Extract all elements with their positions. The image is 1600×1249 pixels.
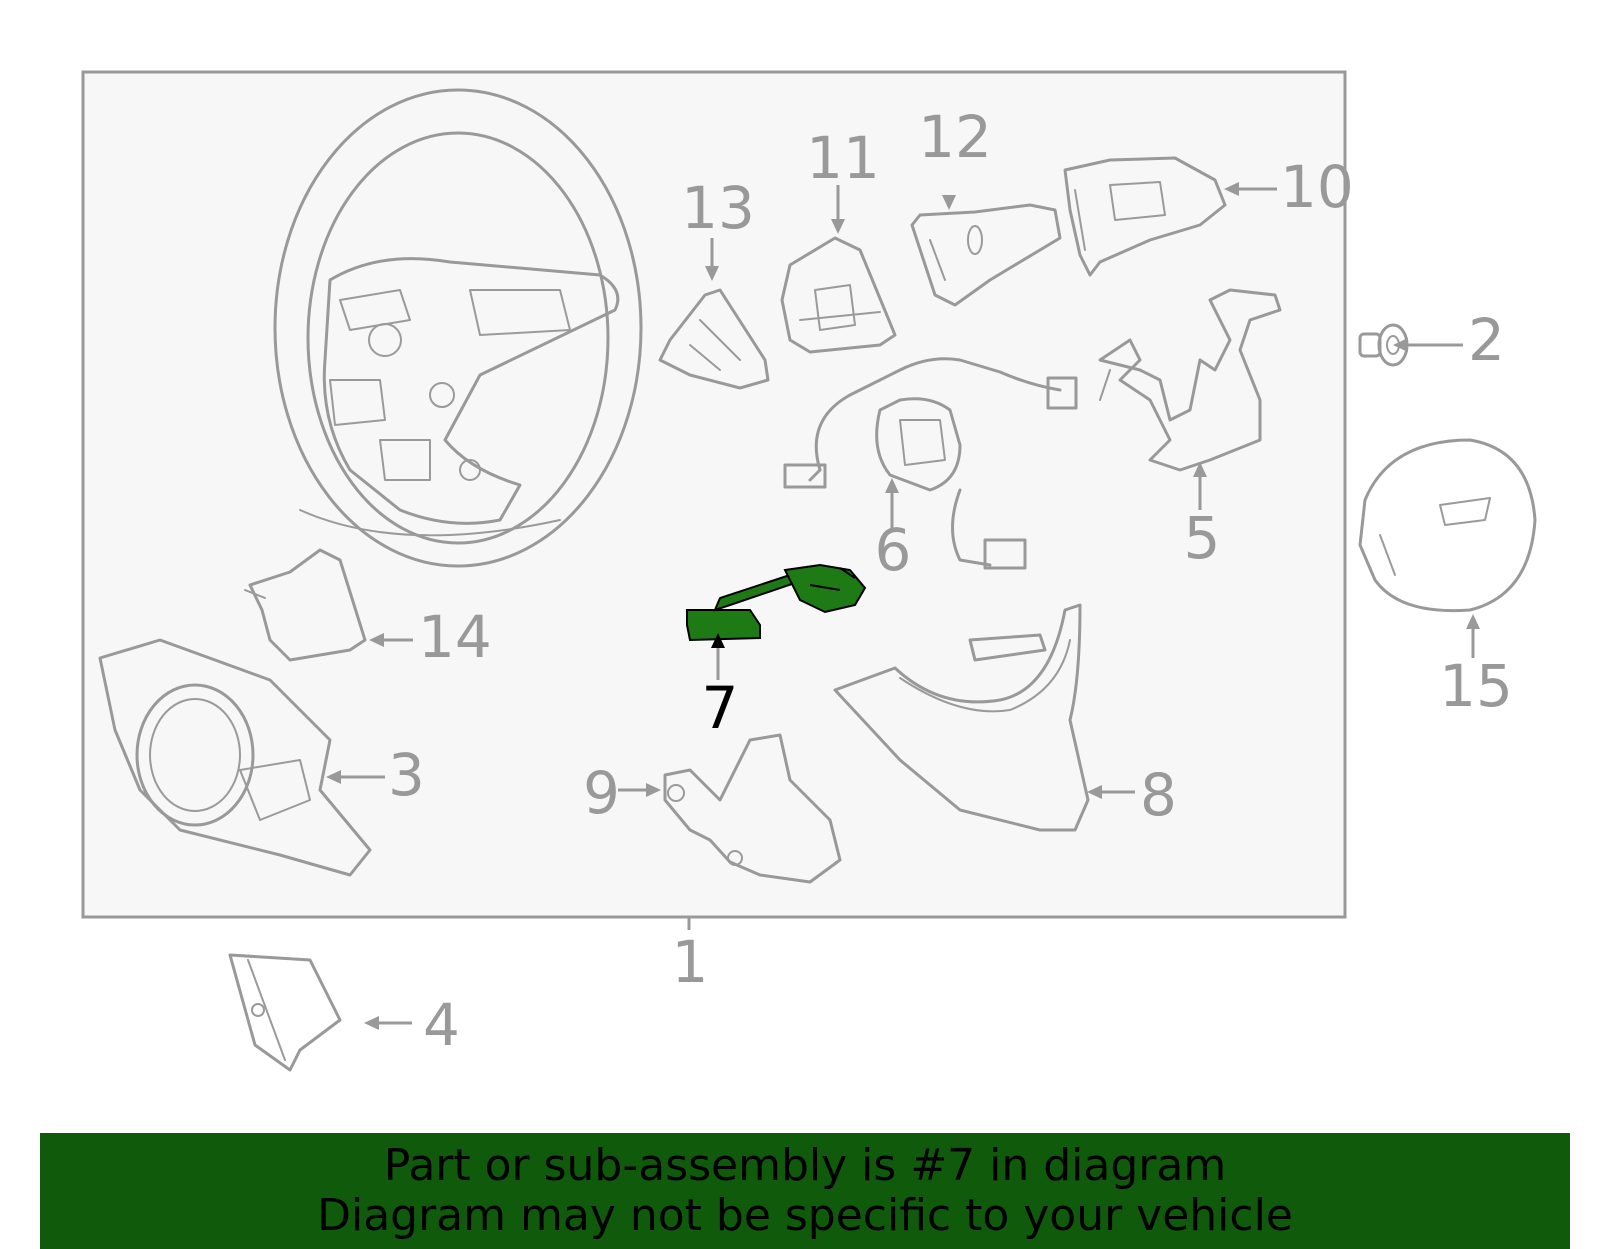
part-13-bezel	[658, 288, 770, 390]
callout-6: 6	[875, 516, 912, 584]
assembly-frame	[81, 70, 1347, 919]
part-14-cover	[244, 548, 367, 662]
callout-7: 7	[702, 674, 739, 742]
part-4-trim	[228, 953, 342, 1072]
banner-line-1: Part or sub-assembly is #7 in diagram	[383, 1140, 1227, 1191]
part-9-bracket	[663, 733, 842, 884]
steering-wheel-drawing	[273, 88, 643, 568]
part-7-switch-highlighted	[686, 563, 867, 642]
callout-11: 11	[806, 124, 880, 192]
callout-8: 8	[1140, 761, 1177, 829]
part-15-airbag	[1358, 438, 1537, 613]
callout-1: 1	[672, 928, 709, 996]
callout-5: 5	[1184, 504, 1221, 572]
part-8-bezel	[833, 603, 1090, 832]
banner-line-2: Diagram may not be specific to your vehi…	[317, 1190, 1293, 1241]
info-banner: Part or sub-assembly is #7 in diagram Di…	[40, 1133, 1570, 1249]
leader-lines	[326, 182, 1480, 1030]
callout-9: 9	[583, 759, 620, 827]
part-3-lower-trim	[98, 638, 372, 877]
part-6-harness	[783, 357, 1078, 570]
part-12-cover	[910, 203, 1062, 307]
callout-15: 15	[1439, 652, 1513, 720]
callout-4: 4	[423, 991, 460, 1059]
callout-2: 2	[1468, 306, 1505, 374]
callout-14: 14	[418, 603, 492, 671]
callout-12: 12	[918, 103, 992, 171]
callout-13: 13	[681, 174, 755, 242]
callout-10: 10	[1280, 153, 1354, 221]
callout-3: 3	[388, 741, 425, 809]
part-11-switch	[780, 236, 897, 354]
part-5-bracket	[1098, 288, 1282, 472]
part-10-switch	[1063, 156, 1227, 277]
